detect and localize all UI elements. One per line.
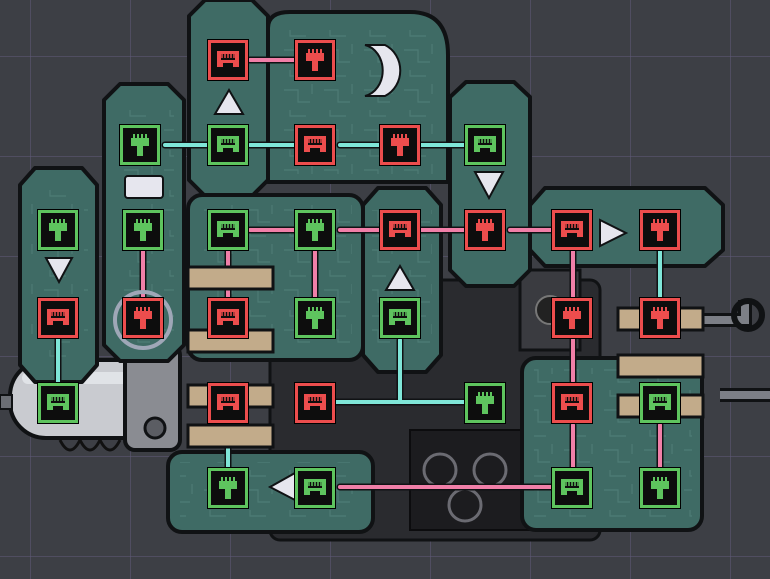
logic-port-red[interactable]	[380, 210, 420, 250]
plug-icon	[49, 219, 67, 241]
socket-icon	[304, 136, 326, 152]
plug-icon	[476, 392, 494, 414]
socket-icon	[217, 221, 239, 237]
socket-icon	[389, 221, 411, 237]
socket-icon	[47, 394, 69, 410]
socket-icon	[217, 394, 239, 410]
socket-icon	[474, 136, 496, 152]
logic-port-green[interactable]	[552, 468, 592, 508]
logic-port-red[interactable]	[552, 210, 592, 250]
logic-port-green[interactable]	[208, 125, 248, 165]
wires-red	[139, 56, 664, 491]
socket-icon	[217, 309, 239, 325]
logic-port-green[interactable]	[208, 210, 248, 250]
logic-port-green[interactable]	[208, 468, 248, 508]
socket-icon	[304, 479, 326, 495]
socket-icon	[649, 394, 671, 410]
socket-icon	[561, 479, 583, 495]
logic-port-red[interactable]	[295, 40, 335, 80]
socket-icon	[47, 309, 69, 325]
logic-port-green[interactable]	[295, 298, 335, 338]
wires-green	[54, 141, 664, 472]
logic-port-red[interactable]	[552, 383, 592, 423]
pipe-right	[690, 298, 770, 402]
logic-port-red[interactable]	[208, 40, 248, 80]
plug-icon	[306, 219, 324, 241]
logic-port-green[interactable]	[295, 210, 335, 250]
socket-icon	[561, 394, 583, 410]
logic-port-green[interactable]	[38, 383, 78, 423]
logic-port-green[interactable]	[38, 210, 78, 250]
logic-port-green[interactable]	[465, 383, 505, 423]
plug-icon	[134, 219, 152, 241]
plug-icon	[476, 219, 494, 241]
logic-port-red[interactable]	[380, 125, 420, 165]
logic-port-red[interactable]	[208, 383, 248, 423]
logic-port-red[interactable]	[38, 298, 78, 338]
logic-port-green[interactable]	[120, 125, 160, 165]
plug-icon	[651, 307, 669, 329]
logic-gates	[44, 44, 629, 502]
logic-port-red[interactable]	[640, 210, 680, 250]
socket-icon	[304, 394, 326, 410]
logic-port-red[interactable]	[208, 298, 248, 338]
logic-port-green[interactable]	[640, 468, 680, 508]
plug-icon	[306, 307, 324, 329]
logic-port-green[interactable]	[380, 298, 420, 338]
logic-port-red[interactable]	[295, 125, 335, 165]
logic-port-red[interactable]	[465, 210, 505, 250]
plug-icon	[219, 477, 237, 499]
logic-port-green[interactable]	[295, 468, 335, 508]
logic-port-red[interactable]	[552, 298, 592, 338]
socket-icon	[561, 221, 583, 237]
logic-port-red[interactable]	[295, 383, 335, 423]
socket-icon	[217, 51, 239, 67]
plug-icon	[131, 134, 149, 156]
logic-port-red[interactable]	[640, 298, 680, 338]
plug-icon	[563, 307, 581, 329]
logic-port-green[interactable]	[640, 383, 680, 423]
socket-icon	[217, 136, 239, 152]
plug-icon	[306, 49, 324, 71]
plug-icon	[651, 219, 669, 241]
logic-port-green[interactable]	[123, 210, 163, 250]
plug-icon	[391, 134, 409, 156]
plug-icon	[134, 307, 152, 329]
plug-icon	[651, 477, 669, 499]
socket-icon	[389, 309, 411, 325]
logic-port-red[interactable]	[123, 298, 163, 338]
logic-port-green[interactable]	[465, 125, 505, 165]
